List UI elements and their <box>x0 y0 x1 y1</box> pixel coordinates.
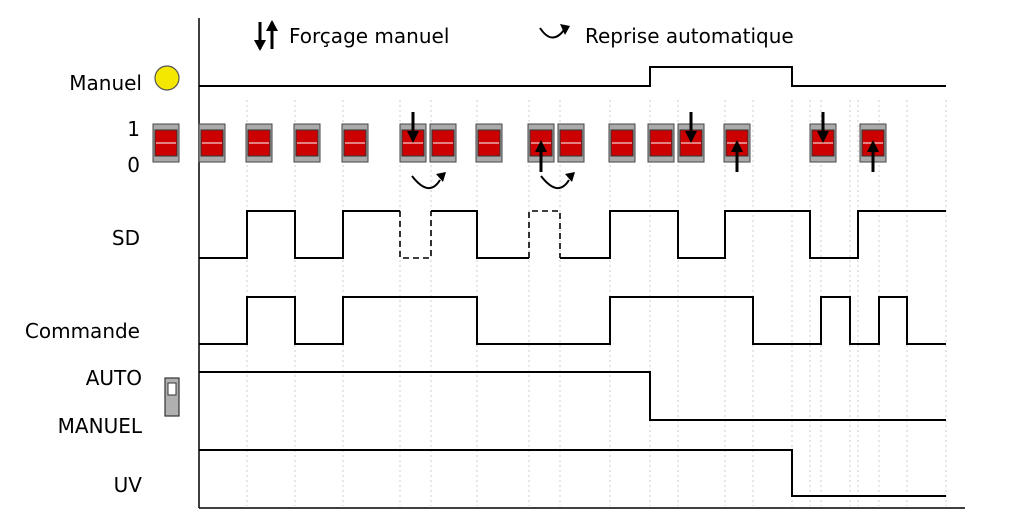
up-arrow-icon <box>867 140 879 172</box>
switch-icon <box>341 123 369 163</box>
forcing-arrows <box>407 112 879 172</box>
signal-sd-segment-3 <box>560 210 946 259</box>
row-label-auto: AUTO <box>86 366 142 390</box>
switch-icon <box>557 123 585 163</box>
switch-states-row <box>152 123 887 163</box>
curved-arrow-icon <box>411 172 446 189</box>
switch-icon <box>429 123 457 163</box>
switch-icon <box>245 123 273 163</box>
curved-arrow-icon <box>540 172 575 189</box>
row-label-uv: UV <box>114 473 143 497</box>
signal-manuel <box>199 66 946 87</box>
signal-auto-manuel <box>199 371 946 421</box>
up-arrow-icon <box>731 140 743 172</box>
switch-icon <box>293 123 321 163</box>
auto-resume-label: Reprise automatique <box>585 24 794 48</box>
switch-icon <box>198 123 226 163</box>
down-arrow-icon <box>407 112 419 143</box>
down-arrow-icon <box>685 112 697 143</box>
yellow-lamp-icon <box>154 65 180 91</box>
auto-manual-selector-icon <box>164 377 180 417</box>
signal-sd <box>199 210 400 259</box>
up-arrow-icon <box>535 140 547 172</box>
row-label-level-0: 0 <box>127 153 140 177</box>
resume-arrows <box>411 172 575 189</box>
switch-icon <box>608 123 636 163</box>
row-label-manuel-mode: MANUEL <box>58 414 143 438</box>
signal-sd-dashed-2 <box>528 210 561 258</box>
signal-sd-segment-2 <box>431 210 529 259</box>
signal-uv <box>199 449 946 497</box>
switch-icon <box>475 123 503 163</box>
signal-sd-dashed-1 <box>399 211 432 259</box>
row-label-manuel: Manuel <box>69 71 142 95</box>
row-label-level-1: 1 <box>127 117 140 141</box>
down-arrow-icon <box>817 112 829 143</box>
manual-forcing-legend-icon <box>254 20 278 51</box>
manual-forcing-label: Forçage manuel <box>289 24 449 48</box>
auto-resume-legend-icon <box>539 24 570 39</box>
switch-icon <box>152 123 180 163</box>
row-label-commande: Commande <box>25 319 140 343</box>
signal-commande <box>199 296 946 345</box>
row-label-sd: SD <box>112 226 140 250</box>
switch-icon <box>647 123 675 163</box>
